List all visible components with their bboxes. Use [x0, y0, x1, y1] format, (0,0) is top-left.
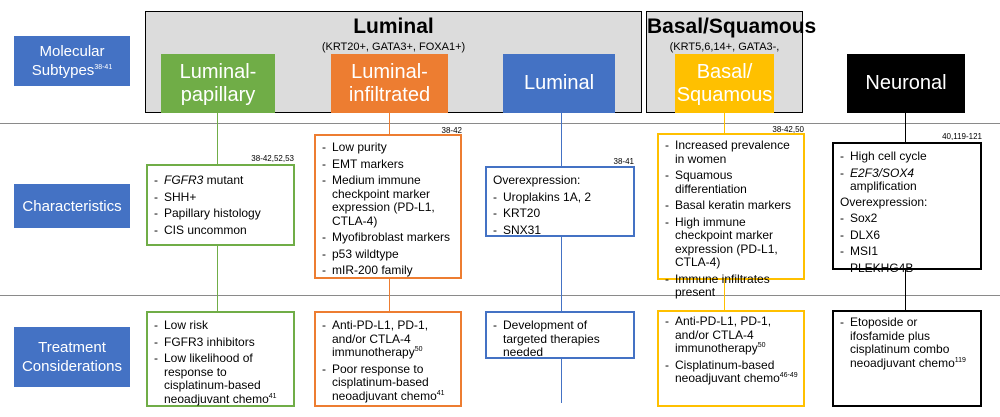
characteristics-li-item: Medium immune checkpoint marker expressi…	[322, 173, 455, 228]
row-label-molecular-text: Molecular Subtypes	[31, 43, 105, 79]
treatment-bs-item1-ref: 50	[757, 342, 766, 349]
characteristics-lp-item: Papillary histology	[154, 206, 288, 221]
subtype-luminal: Luminal	[503, 54, 615, 113]
subtype-li-line2: infiltrated	[348, 83, 431, 106]
characteristics-li-item: EMT markers	[322, 157, 455, 172]
characteristics-bs-item: Squamous differentiation	[665, 168, 798, 196]
treatment-lp-last-ref: 41	[268, 392, 277, 400]
treatment-bs-box: Anti-PD-L1, PD-1, and/or CTLA-4 immunoth…	[657, 310, 805, 407]
treatment-ne-box: Etoposide or ifosfamide plus cisplatinum…	[832, 310, 982, 407]
ref-characteristics-bs: 38-42,50	[772, 125, 804, 134]
row-label-characteristics-text: Characteristics	[22, 197, 122, 215]
subtype-luminal-infiltrated: Luminal- infiltrated	[331, 54, 448, 113]
characteristics-lp-box: FGFR3 mutant SHH+ Papillary histology CI…	[146, 164, 295, 246]
treatment-bs-item1-text: Anti-PD-L1, PD-1, and/or CTLA-4 immunoth…	[675, 314, 772, 355]
treatment-ne-item: Etoposide or ifosfamide plus cisplatinum…	[840, 315, 975, 370]
subtype-lu-line1: Luminal	[523, 72, 595, 94]
treatment-li-item1-ref: 50	[414, 346, 423, 353]
subtype-li-line1: Luminal-	[351, 60, 428, 83]
characteristics-ne-item-rest: amplification	[850, 179, 917, 193]
treatment-bs-item: Cisplatinum-based neoadjuvant chemo46-49	[665, 357, 798, 386]
ref-characteristics-li: 38-42	[441, 126, 462, 135]
characteristics-bs-item: Immune infiltrates present	[665, 272, 798, 300]
subtype-neuronal: Neuronal	[847, 54, 965, 113]
characteristics-li-item: p53 wildtype	[322, 247, 455, 262]
characteristics-lu-item: KRT20	[493, 206, 628, 221]
row-label-molecular-ref: 38-41	[94, 64, 113, 71]
characteristics-ne-header: Overexpression:	[840, 194, 928, 209]
subtype-luminal-papillary: Luminal- papillary	[161, 54, 275, 113]
treatment-lp-item: Low risk	[154, 318, 288, 333]
treatment-lp-item: Low likelihood of response to cisplatinu…	[154, 351, 288, 406]
group-luminal-subtitle: (KRT20+, GATA3+, FOXA1+)	[321, 41, 466, 53]
characteristics-bs-item: Increased prevalence in women	[665, 138, 798, 166]
characteristics-li-item: Myofibroblast markers	[322, 230, 455, 245]
row-label-treatment-line1: Treatment	[38, 339, 106, 356]
treatment-ne-item1-text: Etoposide or ifosfamide plus cisplatinum…	[850, 315, 955, 370]
treatment-lp-last-text: Low likelihood of response to cisplatinu…	[164, 351, 269, 406]
separator-top	[0, 123, 1000, 124]
subtype-bs-line2: Squamous	[676, 83, 773, 106]
characteristics-lu-header: Overexpression:	[493, 173, 581, 187]
treatment-li-item: Poor response to cisplatinum-based neoad…	[322, 361, 455, 404]
characteristics-lu-box: Overexpression: Uroplakins 1A, 2 KRT20 S…	[485, 166, 635, 237]
row-label-treatment-line2: Considerations	[21, 358, 123, 375]
characteristics-ne-item: MSI1	[840, 244, 975, 259]
subtype-lp-line1: Luminal-	[179, 60, 257, 83]
characteristics-bs-item: Basal keratin markers	[665, 198, 798, 213]
characteristics-ne-item: PLEKHG4B	[840, 261, 975, 276]
characteristics-ne-item-italic: E2F3/SOX4	[850, 165, 915, 180]
characteristics-lp-item: CIS uncommon	[154, 223, 288, 238]
ref-characteristics-ne: 40,119-121	[942, 132, 982, 141]
ref-characteristics-lu: 38-41	[613, 157, 634, 166]
characteristics-li-item: mIR-200 family	[322, 263, 455, 278]
treatment-li-item1-text: Anti-PD-L1, PD-1, and/or CTLA-4 immunoth…	[332, 318, 429, 359]
treatment-bs-item2-text: Cisplatinum-based neoadjuvant chemo	[675, 357, 780, 385]
characteristics-lp-item-text: mutant	[203, 173, 244, 187]
characteristics-lp-item-italic: FGFR3	[164, 173, 204, 187]
subtype-ne-line1: Neuronal	[865, 72, 947, 94]
subtype-bs-line1: Basal/	[696, 60, 753, 83]
separator-bottom	[0, 295, 1000, 296]
characteristics-li-item: Low purity	[322, 140, 455, 155]
treatment-li-item2-ref: 41	[436, 389, 445, 397]
treatment-li-item2-text: Poor response to cisplatinum-based neoad…	[332, 361, 437, 403]
subtype-lp-line2: papillary	[180, 83, 256, 106]
characteristics-li-box: Low purity EMT markers Medium immune che…	[314, 134, 462, 279]
characteristics-ne-item: Sox2	[840, 211, 975, 226]
connector-lu	[561, 113, 562, 403]
treatment-lp-box: Low risk FGFR3 inhibitors Low likelihood…	[146, 311, 295, 407]
group-basal-title: Basal/Squamous	[647, 15, 817, 38]
characteristics-ne-item: High cell cycle	[840, 149, 975, 164]
treatment-bs-item2-ref: 46-49	[779, 372, 798, 379]
group-luminal-title: Luminal	[353, 15, 434, 38]
ref-characteristics-lp: 38-42,52,53	[251, 154, 294, 163]
characteristics-ne-item: DLX6	[840, 228, 975, 243]
characteristics-lu-item: Uroplakins 1A, 2	[493, 190, 628, 205]
characteristics-lp-item: FGFR3 mutant	[154, 173, 288, 188]
treatment-li-box: Anti-PD-L1, PD-1, and/or CTLA-4 immunoth…	[314, 311, 462, 407]
row-label-treatment-considerations: Treatment Considerations	[14, 327, 130, 387]
characteristics-bs-item: High immune checkpoint marker expression…	[665, 215, 798, 270]
treatment-lu-item: Development of targeted therapies needed	[493, 318, 628, 360]
treatment-bs-item: Anti-PD-L1, PD-1, and/or CTLA-4 immunoth…	[665, 314, 798, 356]
treatment-li-item: Anti-PD-L1, PD-1, and/or CTLA-4 immunoth…	[322, 318, 455, 360]
characteristics-lu-item: SNX31	[493, 223, 628, 238]
row-label-molecular-subtypes: Molecular Subtypes38-41	[14, 36, 130, 86]
treatment-lp-item: FGFR3 inhibitors	[154, 335, 288, 350]
characteristics-bs-box: Increased prevalence in women Squamous d…	[657, 133, 805, 299]
treatment-lu-box: Development of targeted therapies needed	[485, 311, 635, 359]
connector-lp	[217, 113, 218, 403]
subtype-basal-squamous: Basal/ Squamous	[675, 54, 774, 113]
characteristics-lp-item: SHH+	[154, 190, 288, 205]
treatment-ne-item1-ref: 119	[954, 356, 966, 364]
row-label-characteristics: Characteristics	[14, 184, 130, 228]
